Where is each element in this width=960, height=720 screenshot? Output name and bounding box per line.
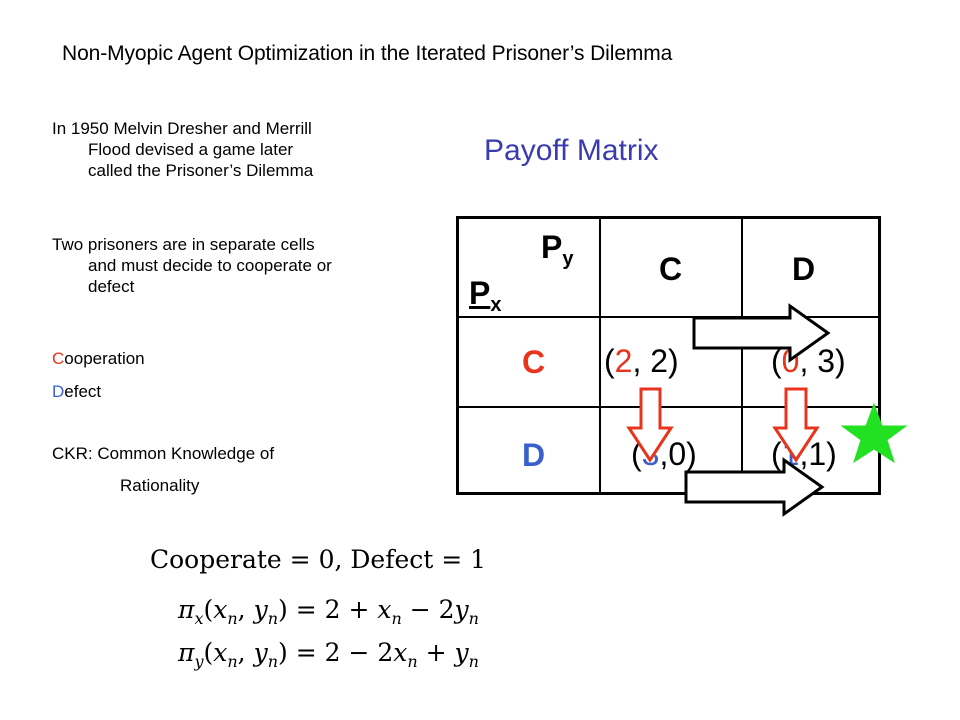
dc-close: ): [686, 436, 697, 472]
player-x-sub: x: [490, 294, 502, 316]
eq1-rhs-a: = 2 +: [287, 595, 378, 624]
encoding-equation: Cooperate = 0, Defect = 1: [150, 545, 487, 574]
payoff-matrix-heading: Payoff Matrix: [484, 134, 659, 167]
defect-initial: D: [52, 382, 65, 401]
var-y: y: [253, 595, 268, 624]
cooperation-initial: C: [52, 349, 65, 368]
args-close: ): [278, 638, 288, 667]
var-y: y: [253, 638, 268, 667]
var-y: y: [454, 638, 469, 667]
cd-close: ): [835, 343, 846, 379]
args-close: ): [278, 595, 288, 624]
cc-y-payoff: 2: [650, 343, 669, 379]
sub-n: n: [227, 609, 238, 628]
pi-sub-y: y: [194, 652, 204, 671]
pi-symbol: π: [178, 595, 195, 624]
col-header-d: D: [792, 251, 816, 287]
args-open: (: [203, 595, 214, 624]
args-comma: ,: [237, 638, 254, 667]
arrow-right-icon: [692, 303, 831, 363]
arrow-down-icon: [772, 387, 820, 463]
var-x: x: [213, 638, 228, 667]
args-comma: ,: [237, 595, 254, 624]
history-paragraph: In 1950 Melvin Dresher and Merrill Flood…: [52, 118, 432, 181]
cooperation-label: Cooperation: [52, 349, 145, 369]
arrow-down-icon: [626, 387, 674, 463]
sub-n: n: [267, 609, 278, 628]
ckr-line-2: Rationality: [120, 476, 200, 495]
payoff-matrix: Py Px C D C D (2, 2) (0, 3) (3,0) (1,1): [456, 216, 881, 495]
ckr-line-1: CKR: Common Knowledge of: [52, 444, 275, 463]
cd-y-payoff: 3: [817, 343, 836, 379]
payoff-x-equation: πx(xn, yn) = 2 + xn − 2yn: [178, 595, 479, 628]
eq2-rhs-a: = 2 − 2: [287, 638, 394, 667]
arrow-right-icon: [684, 457, 825, 517]
dd-open: (: [771, 436, 782, 472]
dc-y-payoff: 0: [668, 436, 687, 472]
cd-sep: ,: [799, 343, 818, 379]
player-x-base: P: [469, 275, 491, 311]
cc-x-payoff: 2: [614, 343, 633, 379]
matrix-divider-v2: [741, 219, 743, 492]
sub-n: n: [407, 652, 418, 671]
cc-sep: ,: [632, 343, 651, 379]
dd-close: ): [826, 436, 837, 472]
row-header-c: C: [522, 344, 546, 380]
sub-n: n: [227, 652, 238, 671]
row-header-d: D: [522, 437, 546, 473]
cooperation-rest: ooperation: [64, 349, 145, 368]
player-x-label: Px: [469, 275, 501, 317]
payoff-y-equation: πy(xn, yn) = 2 − 2xn + yn: [178, 638, 479, 671]
prisoners-paragraph: Two prisoners are in separate cells and …: [52, 234, 432, 297]
slide-title: Non-Myopic Agent Optimization in the Ite…: [62, 42, 673, 65]
sub-n: n: [468, 609, 479, 628]
cc-close: ): [668, 343, 679, 379]
player-y-sub: y: [562, 248, 574, 270]
cc-open: (: [604, 343, 615, 379]
dd-sep: ,: [799, 436, 809, 472]
var-x: x: [393, 638, 408, 667]
history-line-3: called the Prisoner’s Dilemma: [88, 161, 314, 180]
player-x-underline: Px: [469, 275, 501, 316]
matrix-divider-v1: [599, 219, 601, 492]
player-y-label: Py: [541, 229, 573, 271]
eq2-rhs-b: +: [417, 638, 455, 667]
var-y: y: [454, 595, 469, 624]
var-x: x: [377, 595, 392, 624]
defect-rest: efect: [64, 382, 102, 401]
player-y-base: P: [541, 229, 563, 265]
cd-open: (: [771, 343, 782, 379]
pi-symbol: π: [178, 638, 195, 667]
var-x: x: [213, 595, 228, 624]
pi-sub-x: x: [194, 609, 204, 628]
sub-n: n: [267, 652, 279, 671]
col-header-c: C: [659, 251, 683, 287]
matrix-divider-h2: [459, 406, 878, 408]
dc-open: (: [631, 436, 642, 472]
star-icon: [840, 402, 908, 464]
prisoners-line-2: and must decide to cooperate or: [88, 256, 332, 275]
prisoners-line-1: Two prisoners are in separate cells: [52, 235, 315, 254]
defect-label: Defect: [52, 382, 101, 402]
cell-cc: (2, 2): [604, 343, 679, 380]
sub-n: n: [391, 609, 402, 628]
sub-n: n: [468, 652, 479, 671]
args-open: (: [203, 638, 214, 667]
matrix-divider-h1: [459, 316, 878, 318]
history-line-2: Flood devised a game later: [88, 140, 294, 159]
prisoners-line-3: defect: [88, 277, 135, 296]
history-line-1: In 1950 Melvin Dresher and Merrill: [52, 119, 312, 138]
dc-sep: ,: [659, 436, 669, 472]
dd-y-payoff: 1: [808, 436, 827, 472]
eq1-rhs-b: − 2: [401, 595, 455, 624]
